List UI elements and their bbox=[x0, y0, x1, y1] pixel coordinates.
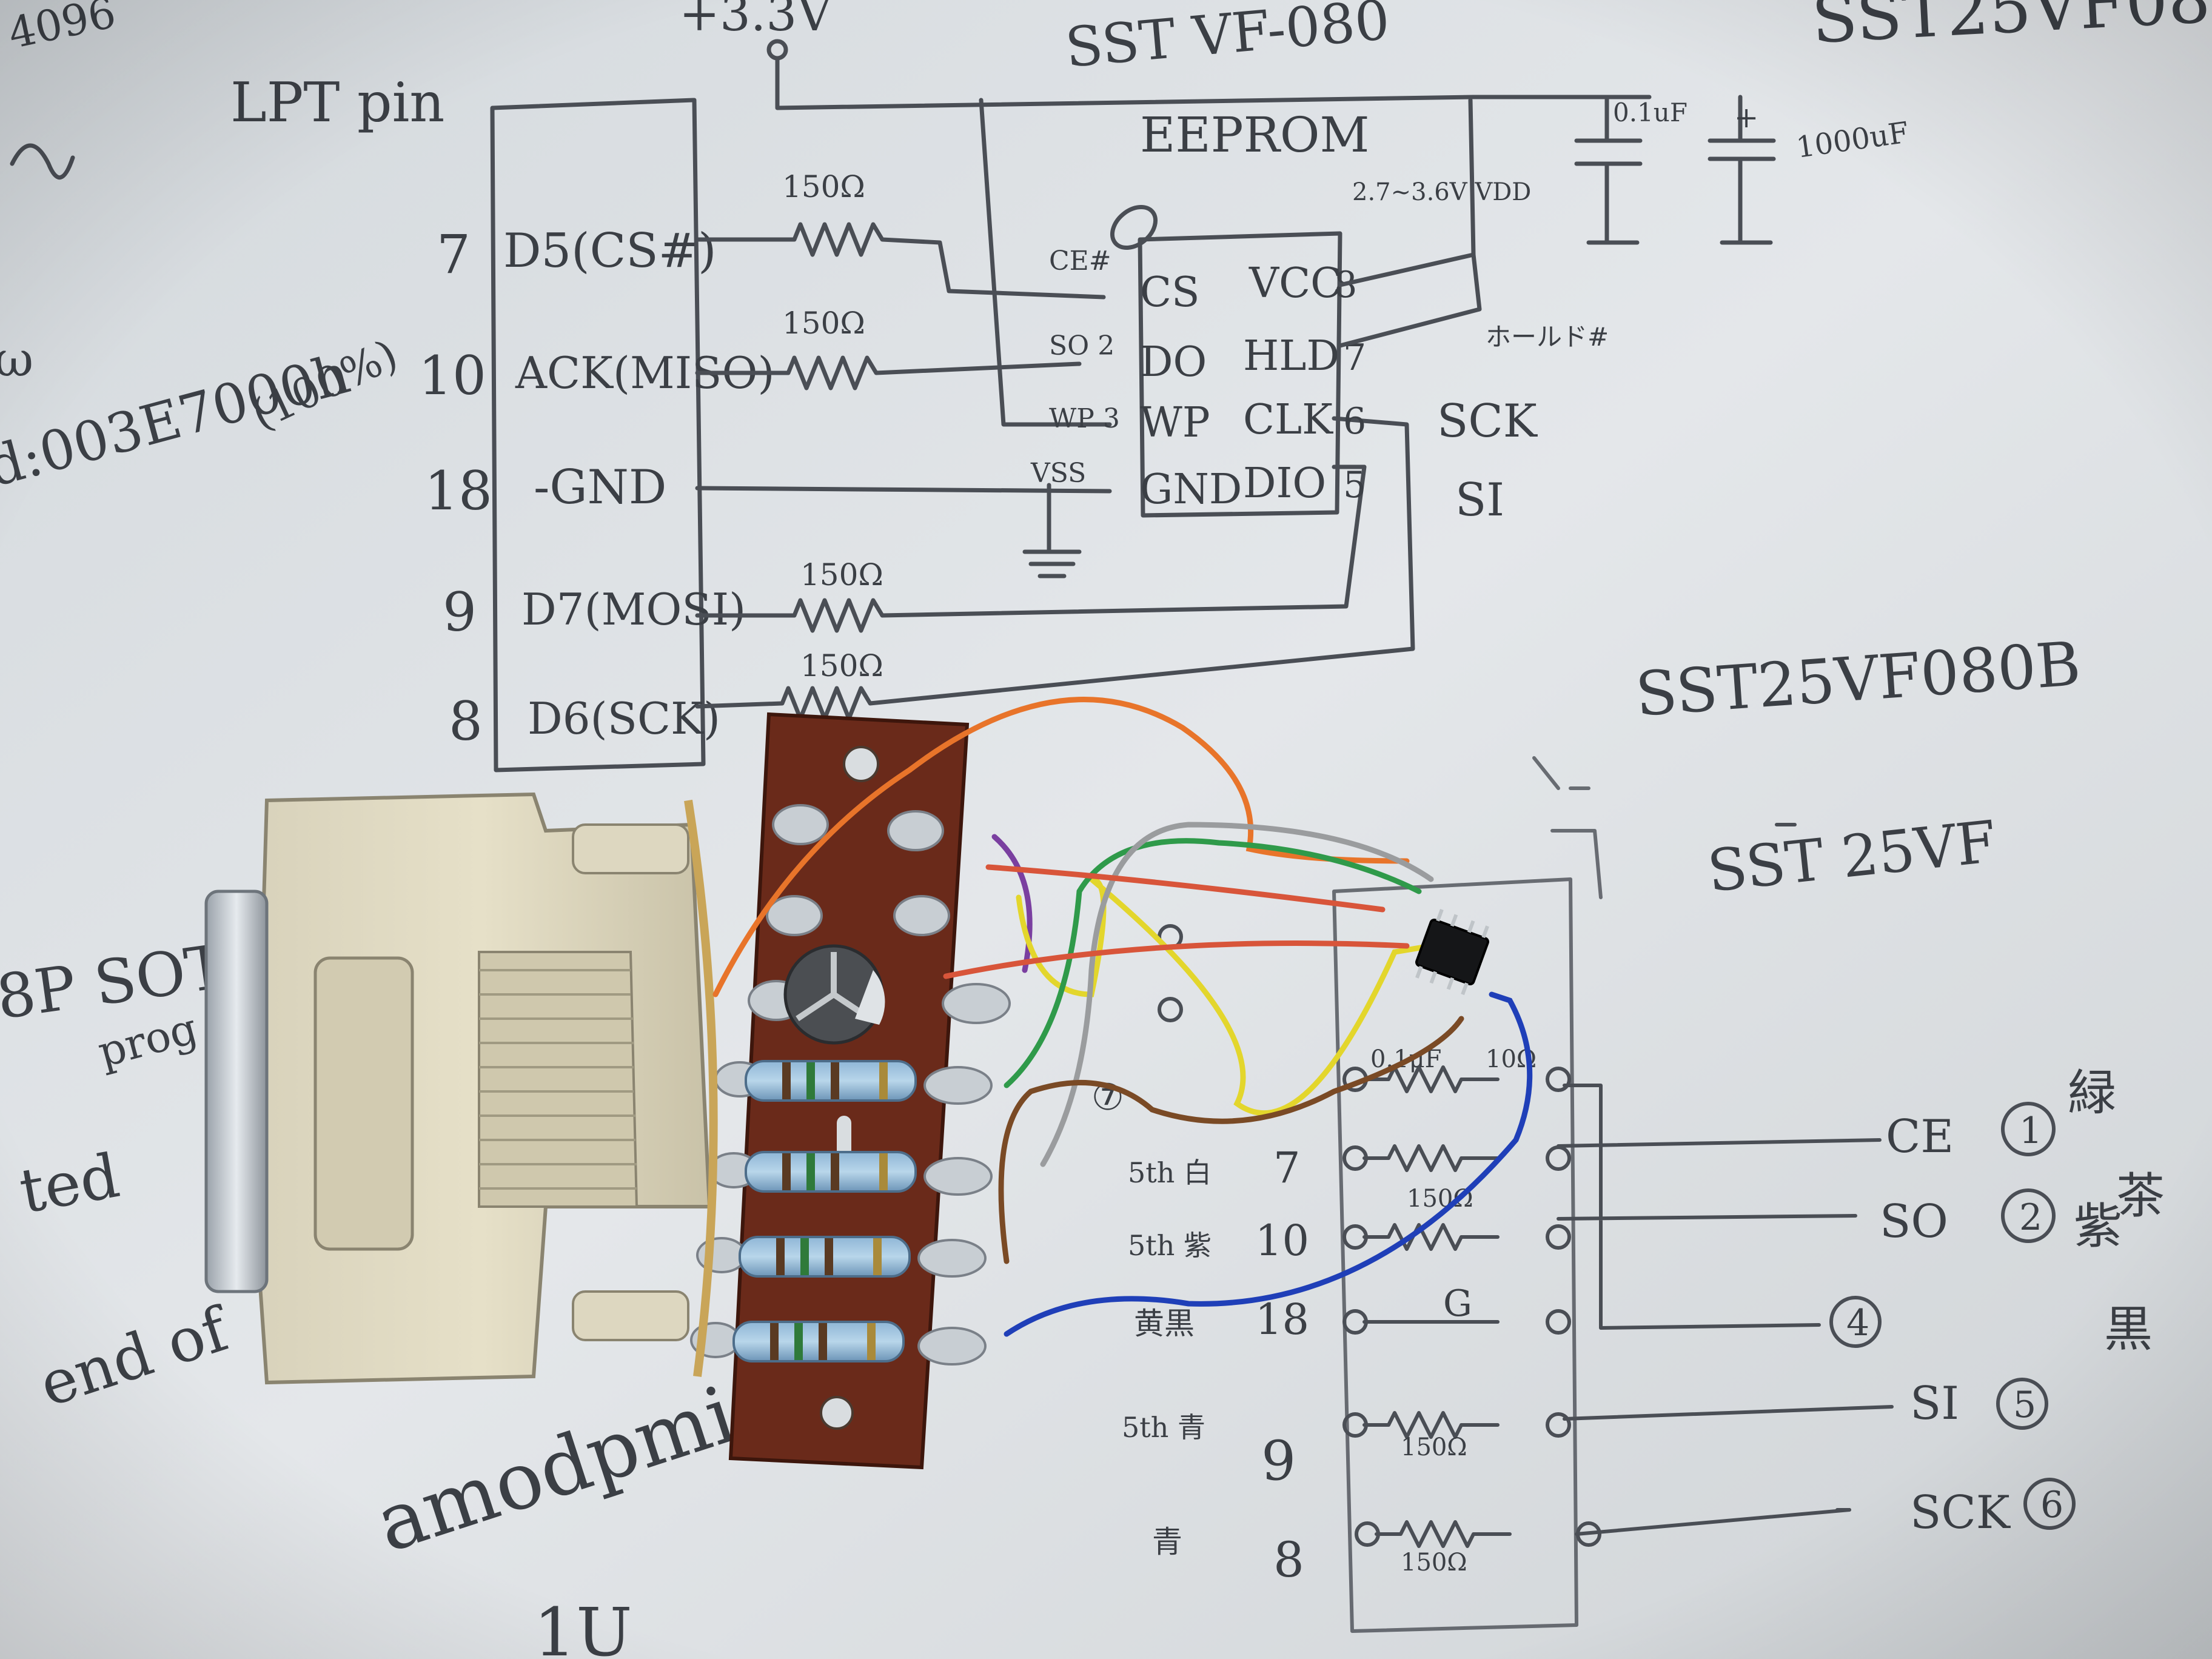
row-number: 7 bbox=[1273, 1143, 1301, 1193]
row-circle-number: 4 bbox=[1846, 1302, 1869, 1344]
row-number: 18 bbox=[1255, 1295, 1309, 1344]
row-color: 緑 bbox=[2068, 1065, 2116, 1121]
lpt-pin-number: 9 bbox=[443, 581, 477, 643]
thumbscrew-top bbox=[572, 823, 689, 874]
row-number: 8 bbox=[1273, 1532, 1304, 1588]
lpt-row: 10 ACK(MISO) bbox=[418, 344, 775, 407]
chip-signal: CLK bbox=[1243, 396, 1333, 444]
res-label-4: 150Ω bbox=[800, 648, 883, 683]
sketch-res-e: 150Ω bbox=[1401, 1549, 1467, 1577]
row-number: 9 bbox=[1261, 1429, 1296, 1493]
sketch-res-d: 150Ω bbox=[1401, 1433, 1467, 1461]
row-circle-number: 6 bbox=[2040, 1484, 2063, 1526]
row-number: 10 bbox=[1255, 1216, 1309, 1265]
chip-signal: DO bbox=[1140, 338, 1207, 386]
row-color: 茶 bbox=[2116, 1168, 2165, 1224]
mount-hole-top bbox=[843, 746, 879, 782]
row-signal: CE bbox=[1886, 1110, 1954, 1163]
row-color: 黒 bbox=[2104, 1301, 2153, 1358]
row-note: 青 bbox=[1152, 1524, 1182, 1560]
chip-pin: WP 3 bbox=[1049, 403, 1120, 434]
resistor bbox=[732, 1321, 905, 1362]
lpt-pin-label: D5(CS#) bbox=[503, 224, 717, 278]
mount-hole-bottom bbox=[820, 1396, 854, 1430]
resistor bbox=[739, 1236, 911, 1278]
row-signal: SI bbox=[1910, 1376, 1959, 1430]
lpt-pin-number: 7 bbox=[437, 223, 471, 286]
row-signal: G bbox=[1443, 1282, 1472, 1325]
resistor bbox=[745, 1060, 917, 1102]
eeprom-title: EEPROM bbox=[1140, 107, 1369, 163]
chip-pin: CE# bbox=[1049, 246, 1111, 276]
lpt-pin-number: 10 bbox=[418, 344, 486, 407]
row-note: 5th 青 bbox=[1122, 1411, 1205, 1444]
chip-pin: 5 bbox=[1343, 464, 1366, 506]
resistor bbox=[745, 1151, 917, 1193]
res-label-1: 150Ω bbox=[782, 169, 865, 204]
lpt-pin-number: 8 bbox=[449, 690, 483, 752]
thumbscrew-bottom bbox=[572, 1290, 689, 1341]
chip-pin: VSS bbox=[1030, 458, 1086, 489]
row-signal: SCK bbox=[1910, 1486, 2011, 1539]
chip-pin: SO 2 bbox=[1049, 330, 1114, 361]
chip-signal: DIO bbox=[1243, 460, 1326, 508]
db25-connector bbox=[204, 792, 712, 1385]
chip-signal: WP bbox=[1140, 399, 1210, 447]
row-circle-number: 1 bbox=[2019, 1110, 2042, 1152]
chip-pin: 6 bbox=[1343, 400, 1366, 443]
chip-signal: VCC bbox=[1248, 260, 1342, 307]
hold-note: ホールド# bbox=[1486, 322, 1609, 352]
lpt-title: LPT pin bbox=[230, 71, 444, 135]
left-word-6: 1U bbox=[534, 1594, 632, 1659]
chip-signal: GND bbox=[1140, 466, 1242, 514]
row-circle-number: 5 bbox=[2013, 1384, 2036, 1426]
chip-signal: HLD bbox=[1243, 332, 1339, 380]
lpt-pin-number: 18 bbox=[424, 460, 492, 522]
electrolytic-capacitor bbox=[783, 944, 885, 1045]
vdd-label: 2.7~3.6V VDD bbox=[1352, 178, 1531, 206]
supply-label: +3.3V bbox=[679, 0, 833, 42]
sketch-res-c: 150Ω bbox=[1407, 1185, 1473, 1213]
row-signal: SO bbox=[1880, 1195, 1948, 1248]
row-note: 5th 白 bbox=[1128, 1156, 1212, 1189]
row-circle-number: 2 bbox=[2019, 1196, 2042, 1239]
db25-shell bbox=[204, 890, 269, 1293]
lpt-pin-label: -GND bbox=[534, 460, 666, 515]
row-note: 5th 紫 bbox=[1128, 1229, 1212, 1262]
chip-signal: CS bbox=[1140, 269, 1200, 317]
sck-label: SCK bbox=[1437, 394, 1538, 447]
scribble-omega: ω bbox=[0, 331, 33, 387]
si-label: SI bbox=[1455, 473, 1504, 526]
lpt-row: 18 -GND bbox=[424, 460, 666, 522]
res-label-2: 150Ω bbox=[782, 306, 865, 341]
row-note: 黄黒 bbox=[1134, 1306, 1195, 1341]
cap-plus: + bbox=[1734, 101, 1758, 135]
lpt-pin-label: D6(SCK) bbox=[528, 693, 720, 744]
cap1-label: 0.1uF bbox=[1613, 98, 1687, 127]
lpt-pin-label: D7(MOSI) bbox=[521, 584, 746, 635]
res-label-3: 150Ω bbox=[800, 557, 883, 592]
row-color: 紫 bbox=[2074, 1198, 2122, 1255]
